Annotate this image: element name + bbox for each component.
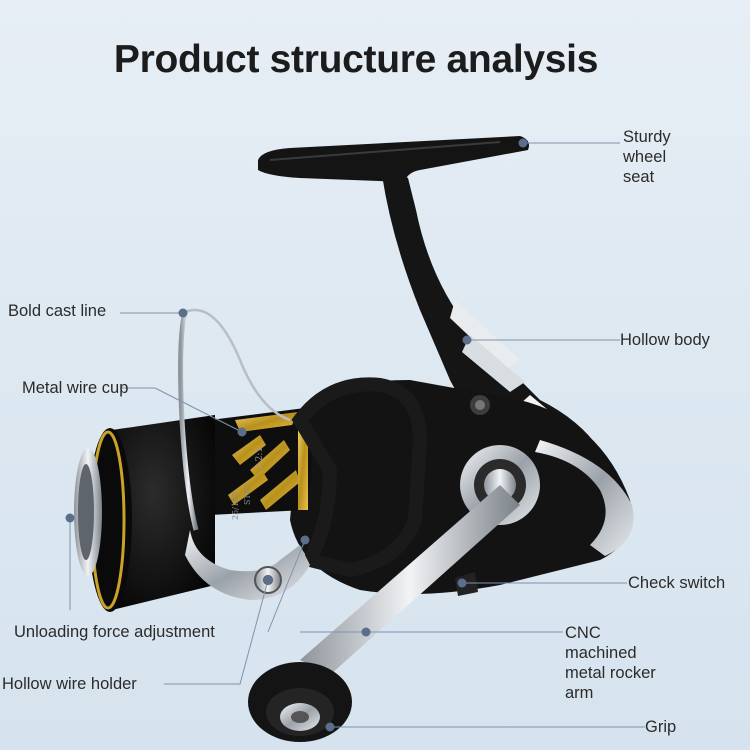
label-check-switch: Check switch [628, 574, 726, 592]
rotor [291, 377, 428, 578]
label-cnc-arm: CNC machined metal rocker arm [565, 623, 685, 703]
callout-dots [65, 138, 528, 732]
spool-gold-cup [210, 408, 312, 515]
spool-model-text: STIO [243, 484, 252, 505]
label-wheel-seat: Sturdy wheel seat [623, 127, 703, 187]
wheel-seat [258, 136, 529, 182]
page-title: Product structure analysis [113, 38, 599, 81]
label-cnc-arm-line1: CNC [565, 624, 601, 642]
rocker-arm [300, 445, 540, 675]
label-wheel-seat-line3: seat [623, 168, 655, 186]
grip-knob [248, 662, 352, 742]
label-cnc-arm-line2: machined [565, 644, 637, 662]
label-wheel-seat-line1: Sturdy [623, 128, 671, 146]
label-wheel-seat-line2: wheel [623, 148, 667, 166]
bail-wire [178, 308, 291, 531]
check-switch-lever [455, 572, 478, 596]
label-wire-cup: Metal wire cup [22, 379, 129, 397]
spool-capacity-text: 25/140 [231, 492, 240, 520]
callout-lines [69, 142, 645, 728]
label-cnc-arm-line4: arm [565, 684, 594, 702]
label-cnc-arm-line3: metal rocker [565, 664, 656, 682]
label-wire-holder: Hollow wire holder [2, 675, 137, 693]
label-unloading-force: Unloading force adjustment [14, 623, 215, 641]
label-grip: Grip [645, 718, 677, 736]
label-hollow-body: Hollow body [620, 331, 710, 349]
label-cast-line: Bold cast line [8, 302, 107, 320]
spool-ratio-text: 5.2:1 [255, 447, 265, 470]
